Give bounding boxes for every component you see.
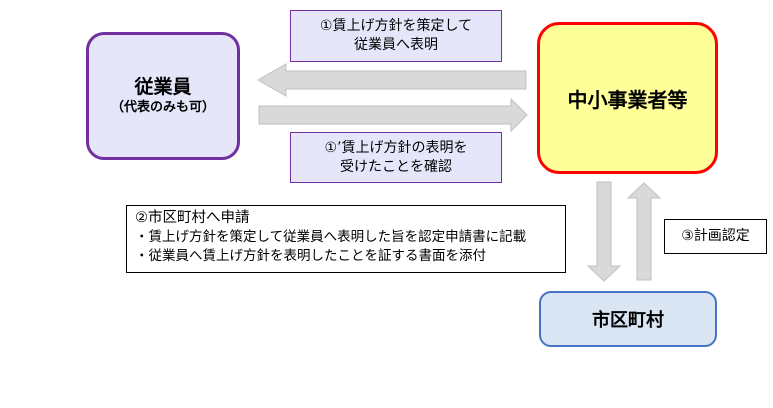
step1-line2: 従業員へ表明 [354, 37, 438, 53]
step1-label: ①賃上げ方針を策定して 従業員へ表明 [290, 10, 502, 62]
employee-node: 従業員 （代表のみも可） [86, 32, 240, 160]
step2-bullet: ・賃上げ方針を策定して従業員へ表明した旨を認定申請書に記載 [135, 229, 527, 245]
step1-line1: ①賃上げ方針を策定して [319, 18, 473, 34]
step1b-line1: ①’賃上げ方針の表明を [324, 139, 468, 156]
step1b-label: ①’賃上げ方針の表明を 受けたことを確認 [290, 132, 502, 183]
step2-bullet: ・従業員へ賃上げ方針を表明したことを証する書面を添付 [135, 248, 486, 264]
arrow-municipality-to-sme [626, 182, 662, 281]
step2-title: ②市区町村へ申請 [135, 210, 250, 226]
step3-text: ③計画認定 [681, 228, 750, 244]
employee-title: 従業員 [134, 76, 192, 98]
arrow-sme-to-municipality [586, 181, 622, 282]
arrow-sme-to-employee [256, 63, 527, 97]
sme-node: 中小事業者等 [537, 22, 718, 174]
step1b-line2: 受けたことを確認 [340, 158, 452, 175]
step3-label: ③計画認定 [664, 219, 767, 254]
municipality-node: 市区町村 [539, 291, 717, 347]
arrow-employee-to-sme [258, 97, 528, 133]
step2-label: ②市区町村へ申請 ・賃上げ方針を策定して従業員へ表明した旨を認定申請書に記載 ・… [126, 205, 566, 273]
municipality-title: 市区町村 [592, 310, 664, 331]
employee-subtitle: （代表のみも可） [110, 100, 215, 115]
sme-title: 中小事業者等 [567, 87, 688, 112]
